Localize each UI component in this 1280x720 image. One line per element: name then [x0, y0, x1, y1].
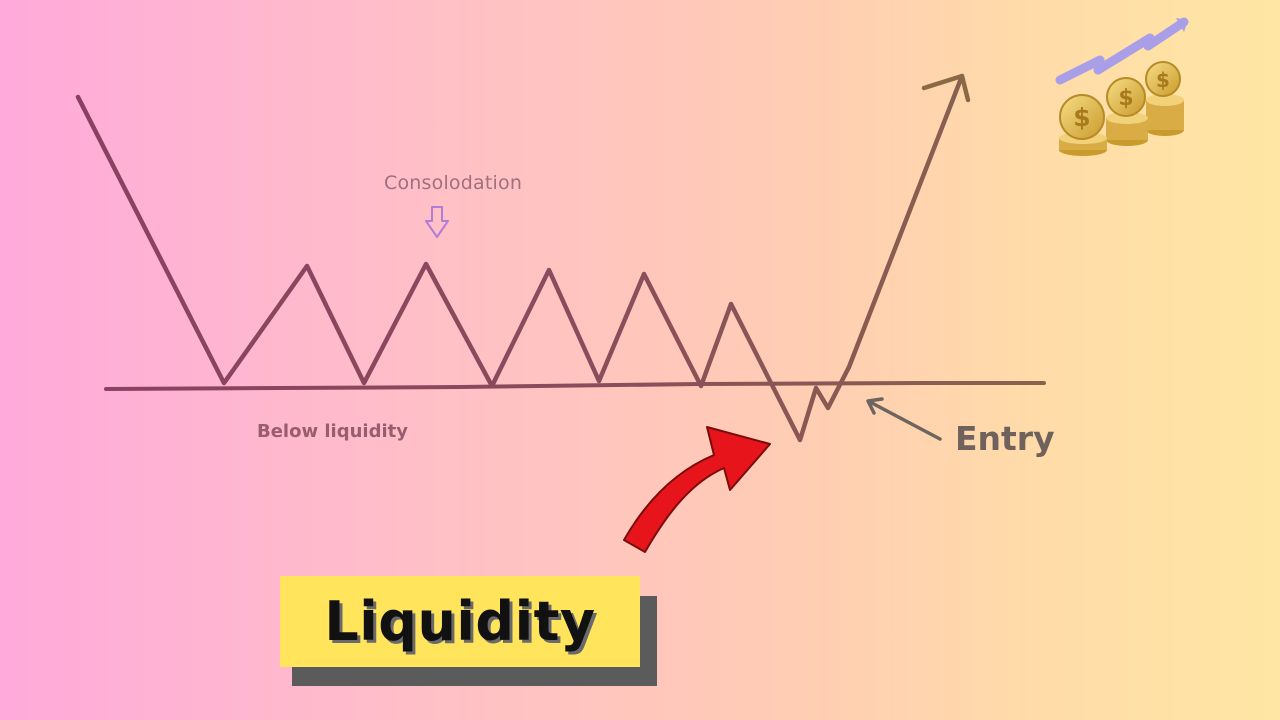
entry-label: Entry [955, 419, 1055, 458]
curved-red-arrow-icon [623, 426, 771, 553]
coins-growth-icon: $ $ $ [1055, 17, 1189, 156]
down-arrow-outline-icon [425, 206, 449, 238]
price-path [75, 73, 965, 443]
below-liquidity-label: Below liquidity [257, 421, 408, 442]
entry-arrow-icon [866, 397, 942, 441]
svg-text:$: $ [1118, 86, 1133, 111]
svg-text:$: $ [1073, 103, 1090, 132]
title-text: Liquidity [324, 590, 596, 653]
title-box: Liquidity [280, 576, 640, 667]
support-line [104, 381, 1046, 391]
price-arrowhead-icon [921, 73, 971, 103]
svg-text:$: $ [1156, 68, 1170, 92]
consolidation-label: Consolodation [384, 172, 523, 194]
